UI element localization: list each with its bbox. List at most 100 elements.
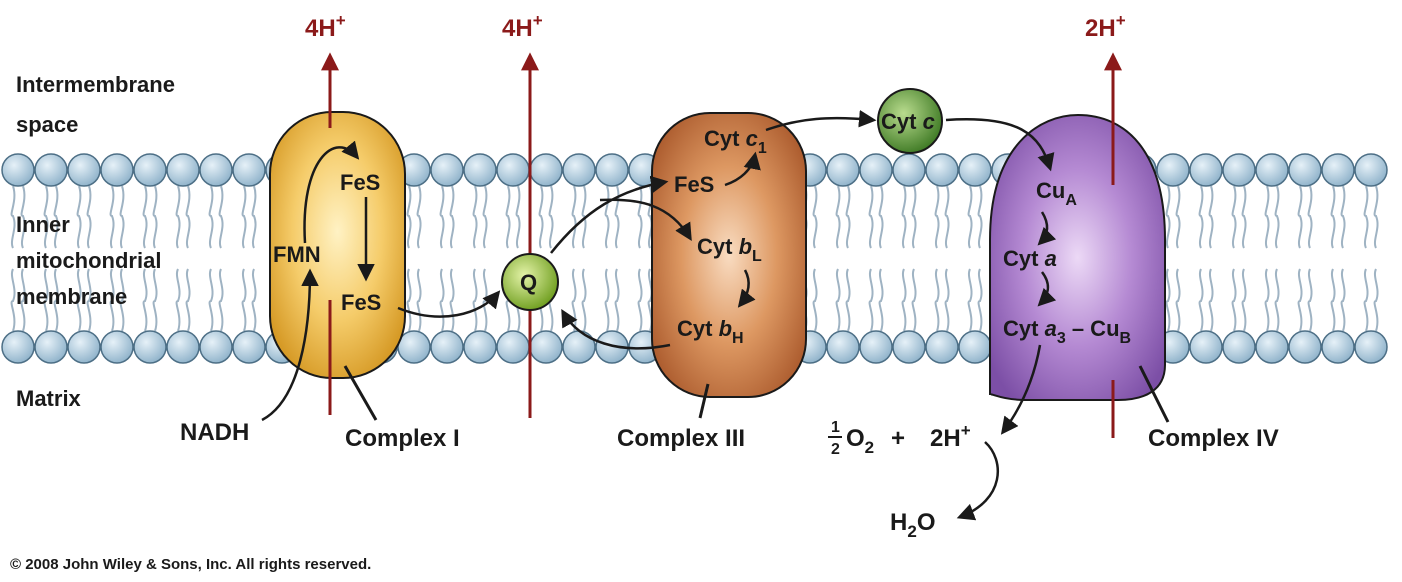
lipid-tail bbox=[812, 268, 818, 332]
lipid-tail bbox=[241, 185, 247, 249]
lipid-tail bbox=[175, 268, 181, 332]
lipid-tail bbox=[878, 268, 884, 332]
water-label: H2O bbox=[890, 509, 935, 541]
lipid-tail bbox=[109, 185, 115, 249]
arrow-cytc-cua bbox=[945, 118, 1055, 172]
lipid-tail bbox=[449, 268, 455, 332]
complex-i-label: Complex I bbox=[345, 425, 460, 452]
lipid-head bbox=[232, 330, 266, 364]
lipid-tail bbox=[1175, 268, 1181, 332]
lipid-tail bbox=[1307, 268, 1313, 332]
lipid-tail bbox=[439, 268, 445, 332]
lipid-tail bbox=[548, 185, 554, 249]
lipid-tail bbox=[406, 268, 412, 332]
lipid-head bbox=[496, 330, 530, 364]
lipid-head bbox=[133, 153, 167, 187]
lipid-tail bbox=[241, 268, 247, 332]
arrow-cytbh-q bbox=[561, 308, 671, 350]
lipid-head bbox=[166, 330, 200, 364]
fraction-denominator: 2 bbox=[831, 441, 840, 458]
lipid-head bbox=[1255, 330, 1289, 364]
lipid-head bbox=[1, 330, 35, 364]
lipid-head bbox=[100, 330, 134, 364]
label-pointers bbox=[343, 365, 1170, 423]
arrow-cytbl-cytbh bbox=[737, 269, 756, 308]
arrow-q-cytbl bbox=[599, 198, 692, 241]
lipid-tail bbox=[835, 185, 841, 249]
lipid-tail bbox=[109, 268, 115, 332]
lipid-head bbox=[496, 153, 530, 187]
lipid-tail bbox=[1165, 185, 1171, 249]
lipid-tail bbox=[604, 268, 610, 332]
complex-iv-label: Complex IV bbox=[1148, 425, 1279, 452]
region-inner-label-1: Inner bbox=[16, 212, 70, 237]
lipid-tail bbox=[604, 185, 610, 249]
lipid-tail bbox=[53, 268, 59, 332]
lipid-head bbox=[892, 330, 926, 364]
fes-label-1: FeS bbox=[340, 170, 380, 195]
lipid-tail bbox=[538, 185, 544, 249]
lipid-tail bbox=[20, 268, 26, 332]
arrow-cua-cyta bbox=[1037, 211, 1057, 246]
nadh-label: NADH bbox=[180, 419, 249, 446]
region-intermembrane-label-1: Intermembrane bbox=[16, 72, 175, 97]
lipid-tail bbox=[1231, 185, 1237, 249]
lipid-tail bbox=[1231, 268, 1237, 332]
intermembrane-line: Intermembrane bbox=[16, 72, 175, 97]
lipid-tail bbox=[1175, 185, 1181, 249]
lipid-tail bbox=[1297, 268, 1303, 332]
arrow-h-water bbox=[956, 441, 999, 521]
lipid-head bbox=[463, 330, 497, 364]
cyt-a3-cub-label: Cyt a3 – CuB bbox=[1003, 316, 1131, 347]
lipid-tail bbox=[967, 185, 973, 249]
lipid-tail bbox=[944, 268, 950, 332]
complex-iii-label: Complex III bbox=[617, 425, 745, 452]
lipid-tail bbox=[944, 185, 950, 249]
lipid-tail bbox=[1264, 268, 1270, 332]
lipid-head bbox=[199, 153, 233, 187]
lipid-tail bbox=[416, 268, 422, 332]
arrow-q-fes3 bbox=[550, 175, 669, 254]
lipid-tail bbox=[868, 268, 874, 332]
complex-i bbox=[269, 111, 406, 379]
lipid-tail bbox=[911, 185, 917, 249]
lipid-tail bbox=[406, 185, 412, 249]
proton-label-complex-i: 4H+ bbox=[305, 11, 346, 42]
lipid-tail bbox=[1363, 268, 1369, 332]
lipid-tail bbox=[977, 268, 983, 332]
lipid-head bbox=[1321, 153, 1355, 187]
lipid-head bbox=[529, 330, 563, 364]
lipid-tail bbox=[482, 185, 488, 249]
copyright-notice: © 2008 John Wiley & Sons, Inc. All right… bbox=[10, 556, 371, 573]
lipid-tail bbox=[571, 268, 577, 332]
lipid-tail bbox=[1274, 268, 1280, 332]
lipid-tail bbox=[637, 185, 643, 249]
lipid-tail bbox=[119, 185, 125, 249]
lipid-tail bbox=[1208, 268, 1214, 332]
lipid-tail bbox=[1208, 185, 1214, 249]
lipid-tail bbox=[43, 268, 49, 332]
lipid-tail bbox=[218, 185, 224, 249]
proton-label-complex-iv: 2H+ bbox=[1085, 11, 1126, 42]
lipid-head bbox=[1354, 153, 1388, 187]
complex-iv bbox=[989, 113, 1166, 401]
arrow-fmn-fes bbox=[303, 140, 360, 244]
lipid-tail bbox=[1340, 268, 1346, 332]
lipid-tail bbox=[472, 268, 478, 332]
lipid-tail bbox=[977, 185, 983, 249]
lipid-tail bbox=[1363, 185, 1369, 249]
lipid-head bbox=[1189, 330, 1223, 364]
lipid-head bbox=[232, 153, 266, 187]
lipid-tail bbox=[185, 185, 191, 249]
lipid-tail bbox=[472, 185, 478, 249]
lipid-tail bbox=[86, 268, 92, 332]
lipid-head bbox=[1321, 330, 1355, 364]
lipid-tail bbox=[152, 268, 158, 332]
region-matrix-label: Matrix bbox=[16, 386, 82, 411]
lipid-tail bbox=[251, 268, 257, 332]
lipid-tail bbox=[835, 268, 841, 332]
cyt-bh-label: Cyt bH bbox=[677, 316, 744, 347]
lipid-tail bbox=[934, 185, 940, 249]
oxygen-molecule: O2 bbox=[846, 425, 874, 457]
